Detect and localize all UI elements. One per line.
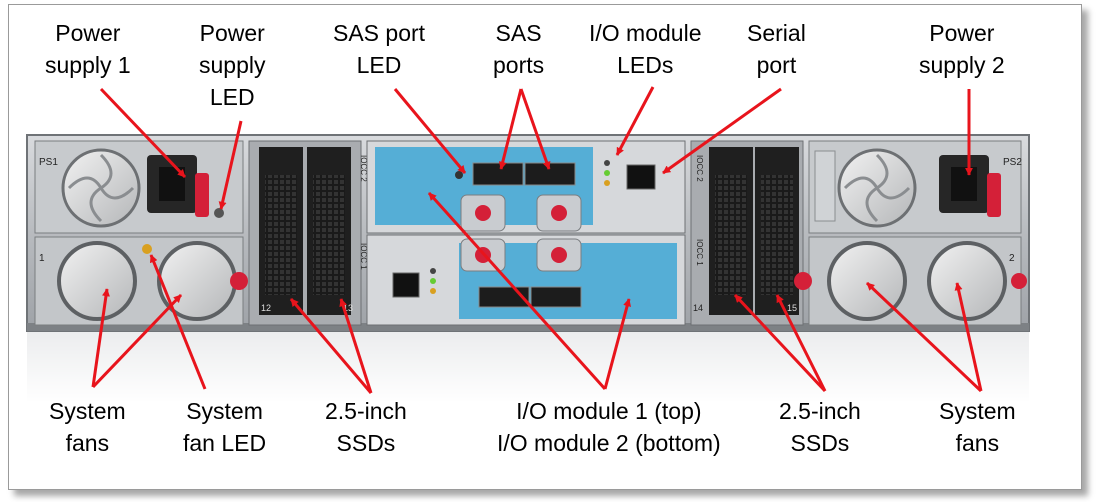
label-sas-port-led: SAS port LED bbox=[333, 20, 426, 78]
arrow-ssds-right-1 bbox=[733, 293, 827, 393]
arrow-sas-port-led bbox=[393, 88, 467, 174]
io-led-3 bbox=[604, 180, 610, 186]
arrow-sas-ports-2 bbox=[519, 88, 551, 170]
figure-frame: PS1 1 12 13 IOCC 2 IOCC 1 bbox=[8, 4, 1082, 490]
arrow-power-supply-led bbox=[218, 120, 243, 210]
psu2-handle bbox=[987, 173, 1001, 217]
iocc-bottom-mark: IOCC 1 bbox=[359, 243, 368, 270]
arrow-system-fans-left-1 bbox=[91, 288, 110, 388]
arrow-system-fans-left-2 bbox=[91, 293, 183, 389]
right-latch bbox=[794, 272, 812, 290]
label-io-module-leds: I/O module LEDs bbox=[589, 20, 702, 78]
arrow-ssds-left-1 bbox=[289, 298, 373, 394]
label-system-fans-left: System fans bbox=[49, 398, 126, 456]
label-power-supply-led: Power supply LED bbox=[199, 20, 266, 110]
iocc-right-top-mark: IOCC 2 bbox=[695, 155, 704, 182]
chassis-reflection bbox=[27, 331, 1029, 401]
label-system-fan-led: System fan LED bbox=[183, 398, 267, 456]
label-io-modules: I/O module 1 (top) I/O module 2 (bottom) bbox=[497, 398, 721, 456]
arrow-serial-port bbox=[662, 87, 782, 175]
arrow-system-fans-right-1 bbox=[865, 281, 983, 393]
ps1-mark: PS1 bbox=[39, 157, 58, 168]
arrow-io-module-1 bbox=[427, 191, 607, 391]
psu1-handle bbox=[195, 173, 209, 217]
label-sas-ports: SAS ports bbox=[493, 20, 545, 78]
arrow-power-supply-1 bbox=[99, 87, 187, 179]
psu1-led bbox=[214, 208, 224, 218]
arrow-system-fan-led bbox=[149, 254, 207, 390]
ps2-mark: PS2 bbox=[1003, 157, 1022, 168]
io-led-2 bbox=[604, 170, 610, 176]
arrow-sas-ports-1 bbox=[498, 88, 523, 170]
io-2-serial-port bbox=[392, 272, 420, 298]
sas-port-led bbox=[455, 171, 463, 179]
iocc-right-bottom-mark: IOCC 1 bbox=[695, 239, 704, 266]
bay-14-mark: 14 bbox=[693, 303, 703, 313]
iocc-top-mark: IOCC 2 bbox=[359, 155, 368, 182]
chassis-rear-view: PS1 1 12 13 IOCC 2 IOCC 1 bbox=[26, 86, 1030, 401]
io-2-sas-port-2 bbox=[530, 286, 582, 308]
psu2-left-handle bbox=[814, 150, 836, 222]
bay-12-mark: 12 bbox=[261, 303, 271, 313]
right-fan-2 bbox=[927, 241, 1007, 321]
io-module-1 bbox=[366, 140, 686, 234]
ssd-bays-right: 14 15 IOCC 2 IOCC 1 bbox=[690, 140, 804, 326]
power-supply-2: PS2 bbox=[808, 140, 1022, 234]
io-module-2 bbox=[366, 234, 686, 326]
system-fan-led bbox=[142, 244, 152, 254]
far-right-latch bbox=[1011, 273, 1027, 289]
arrow-system-fans-right-2 bbox=[954, 282, 983, 392]
label-power-supply-2: Power supply 2 bbox=[919, 20, 1005, 78]
serial-port bbox=[626, 164, 656, 190]
sas-port-2 bbox=[524, 162, 576, 186]
arrow-io-module-2 bbox=[603, 298, 632, 390]
label-power-supply-1: Power supply 1 bbox=[45, 20, 131, 78]
left-latch bbox=[230, 272, 248, 290]
arrow-ssds-left-2 bbox=[339, 298, 373, 394]
label-serial-port: Serial port bbox=[747, 20, 806, 78]
bay-13-mark: 13 bbox=[343, 303, 353, 313]
power-supply-1: PS1 bbox=[34, 140, 244, 234]
fan-tray-2-mark: 2 bbox=[1009, 253, 1015, 264]
fan-tray-1-mark: 1 bbox=[39, 253, 45, 264]
ssd-bays-left: 12 13 bbox=[248, 140, 362, 326]
arrow-io-module-leds bbox=[615, 86, 655, 156]
chassis-bottom-edge bbox=[27, 323, 1029, 331]
arrow-ssds-right-2 bbox=[775, 294, 827, 392]
left-fan-1 bbox=[57, 241, 137, 321]
fan-tray-left: 1 bbox=[34, 236, 248, 326]
bay-15-mark: 15 bbox=[787, 303, 797, 313]
label-ssds-right: 2.5-inch SSDs bbox=[779, 398, 861, 456]
sas-port-1 bbox=[472, 162, 524, 186]
fan-tray-right: 2 bbox=[794, 236, 1027, 326]
io-led-1 bbox=[604, 160, 610, 166]
callout-arrows bbox=[91, 86, 983, 394]
label-ssds-left: 2.5-inch SSDs bbox=[325, 398, 407, 456]
label-system-fans-right: System fans bbox=[939, 398, 1016, 456]
